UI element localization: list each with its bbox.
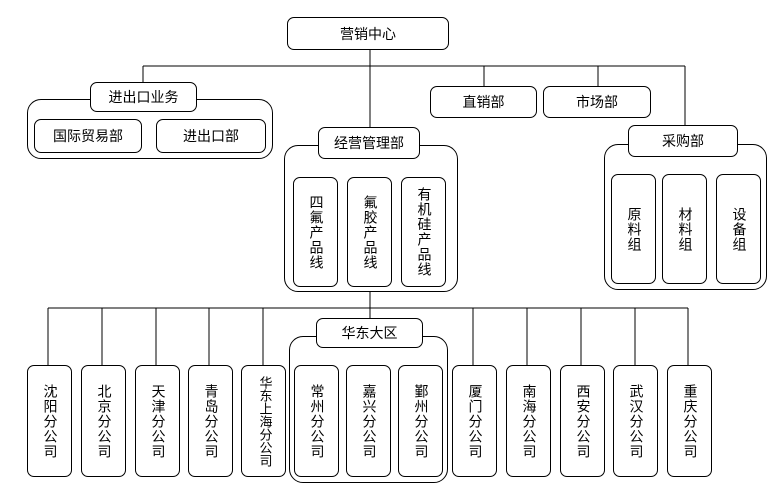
branch-qingdao-label: 青岛分公司 [202,383,219,459]
branch-qingdao: 青岛分公司 [188,365,233,477]
branch-xian: 西安分公司 [560,365,605,477]
silicone-product-line-box: 有机硅产品线 [401,177,446,287]
marketing-center-label: 营销中心 [340,26,396,43]
management-dept-label: 经营管理部 [334,136,404,152]
branch-nanhai: 南海分公司 [506,365,551,477]
branch-chongqing-label: 重庆分公司 [681,383,698,459]
branch-yinzhou: 鄞州分公司 [398,365,443,477]
market-dept-label: 市场部 [576,95,618,111]
marketing-center-box: 营销中心 [287,17,449,50]
east-china-region-label: 华东大区 [341,326,398,342]
international-trade-dept-label: 国际贸易部 [53,129,123,145]
ptfe-product-line-box: 四氟产品线 [293,177,338,287]
branch-changzhou-label: 常州分公司 [308,383,325,459]
branch-shenyang-label: 沈阳分公司 [41,383,58,459]
fluororubber-product-line-label: 氟胶产品线 [361,194,378,270]
branch-tianjin: 天津分公司 [135,365,180,477]
branch-wuhan: 武汉分公司 [613,365,658,477]
direct-sales-dept-box: 直销部 [430,86,537,118]
branch-xiamen-label: 厦门分公司 [466,383,483,459]
material-group-label: 材料组 [676,206,693,252]
branch-east-china-shanghai: 华东上海分公司 [241,365,286,477]
branch-yinzhou-label: 鄞州分公司 [412,383,429,459]
branch-wuhan-label: 武汉分公司 [627,383,644,459]
import-export-dept-box: 进出口部 [156,119,266,153]
international-trade-dept-box: 国际贸易部 [34,119,142,153]
equipment-group-label: 设备组 [730,206,747,252]
import-export-label: 进出口业务 [108,90,179,106]
branch-tianjin-label: 天津分公司 [149,383,166,459]
market-dept-box: 市场部 [543,86,651,118]
branch-jiaxing-label: 嘉兴分公司 [360,383,377,459]
branch-shenyang: 沈阳分公司 [27,365,72,477]
import-export-dept-label: 进出口部 [183,129,239,145]
branch-xiamen: 厦门分公司 [452,365,497,477]
branch-beijing-label: 北京分公司 [95,383,112,459]
branch-xian-label: 西安分公司 [574,383,591,459]
purchasing-dept-label: 采购部 [662,134,704,150]
east-china-region-box: 华东大区 [316,318,423,348]
branch-jiaxing: 嘉兴分公司 [346,365,391,477]
raw-material-group-label: 原料组 [625,206,642,252]
management-dept-box: 经营管理部 [318,127,420,159]
branch-beijing: 北京分公司 [81,365,126,477]
branch-nanhai-label: 南海分公司 [520,383,537,459]
ptfe-product-line-label: 四氟产品线 [307,194,324,270]
branch-east-china-shanghai-label: 华东上海分公司 [256,375,272,467]
fluororubber-product-line-box: 氟胶产品线 [347,177,392,287]
silicone-product-line-label: 有机硅产品线 [415,187,432,277]
import-export-box: 进出口业务 [90,82,197,112]
raw-material-group-box: 原料组 [611,174,656,284]
branch-changzhou: 常州分公司 [294,365,339,477]
direct-sales-dept-label: 直销部 [462,95,505,111]
purchasing-dept-box: 采购部 [628,125,738,157]
equipment-group-box: 设备组 [716,174,761,284]
branch-chongqing: 重庆分公司 [667,365,712,477]
material-group-box: 材料组 [662,174,707,284]
